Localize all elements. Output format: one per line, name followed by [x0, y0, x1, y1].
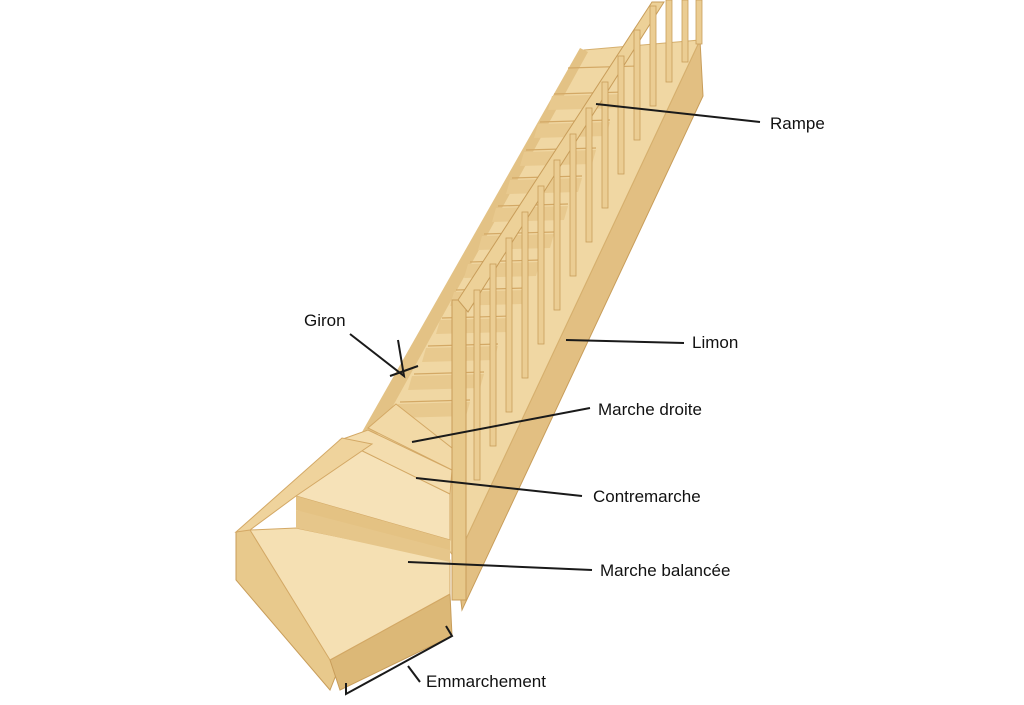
leader-giron-bar [389, 365, 419, 377]
leader-lines [345, 103, 761, 696]
leader-contremarche [415, 477, 583, 497]
winder-step-2-riser [296, 496, 450, 550]
winder-step-1 [249, 527, 451, 661]
label-contremarche: Contremarche [593, 487, 701, 506]
label-giron: Giron [304, 311, 346, 330]
newel-post [451, 299, 467, 601]
label-rampe: Rampe [770, 114, 825, 133]
label-marche-droite: Marche droite [598, 400, 702, 419]
label-marche-balancee: Marche balancée [600, 561, 731, 580]
balusters [473, 0, 703, 481]
label-emmarchement: Emmarchement [426, 672, 546, 691]
leader-marche-droite [411, 407, 591, 443]
leader-emmarchement [345, 625, 454, 696]
leader-giron [349, 333, 406, 379]
handrail [457, 1, 665, 313]
winder-back-side [234, 437, 374, 533]
leader-marche-balancee [407, 561, 593, 571]
leader-emmarchement-tick [407, 665, 421, 683]
winder-step-1-riser [296, 510, 450, 562]
inner-stringer [362, 48, 588, 444]
leader-limon [565, 339, 685, 344]
leader-rampe [595, 103, 761, 123]
label-limon: Limon [692, 333, 739, 352]
